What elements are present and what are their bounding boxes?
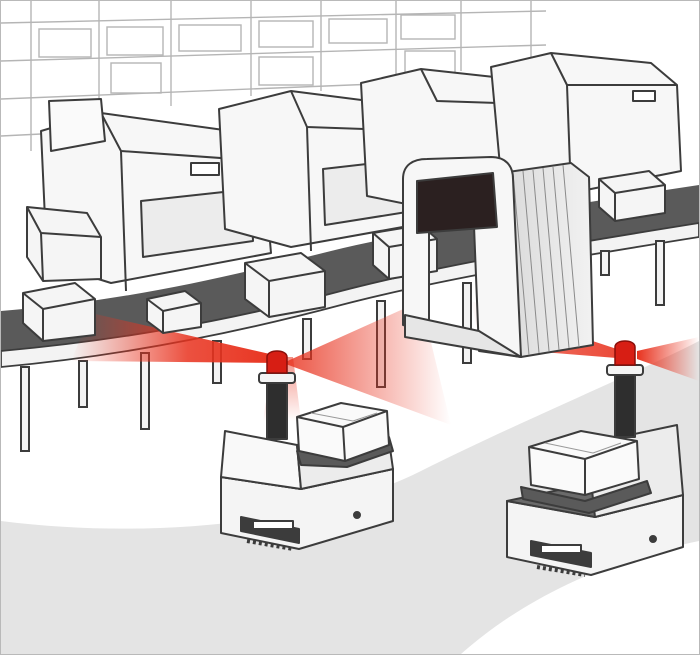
warning-beacon-icon: [614, 340, 636, 366]
box-3: [146, 290, 202, 334]
agv-robot-left: [220, 350, 394, 551]
beacon-cap: [606, 364, 644, 376]
beam-left: [71, 313, 283, 363]
robot-handle: [540, 544, 582, 554]
floor-aisle: [461, 541, 699, 654]
beam-right-outer: [637, 337, 699, 381]
box-4: [244, 252, 326, 318]
beacon-cap: [258, 372, 296, 384]
robot-sensor: [649, 535, 657, 543]
box-6: [598, 170, 666, 222]
robot-bumper-stripes: [536, 565, 586, 577]
packaging-machine-4: [490, 52, 682, 194]
robot-tray: [520, 480, 652, 514]
floor: [1, 341, 699, 654]
robot-cargo-box: [296, 402, 390, 462]
box-2: [22, 282, 96, 342]
beacon-mast: [266, 380, 288, 440]
warning-beacon-icon: [266, 350, 288, 374]
inspection-tunnel: [402, 156, 594, 358]
robot-cargo-box: [528, 430, 640, 496]
robot-handle: [252, 520, 294, 530]
robot-sensor: [353, 511, 361, 519]
box-1: [26, 206, 102, 282]
tunnel-opening: [416, 172, 498, 234]
tunnel-floor: [404, 314, 522, 358]
agv-robot-right: [506, 340, 684, 577]
beacon-mast: [614, 374, 636, 438]
tunnel-ribs: [512, 164, 580, 356]
robot-bumper-stripes: [246, 539, 294, 551]
